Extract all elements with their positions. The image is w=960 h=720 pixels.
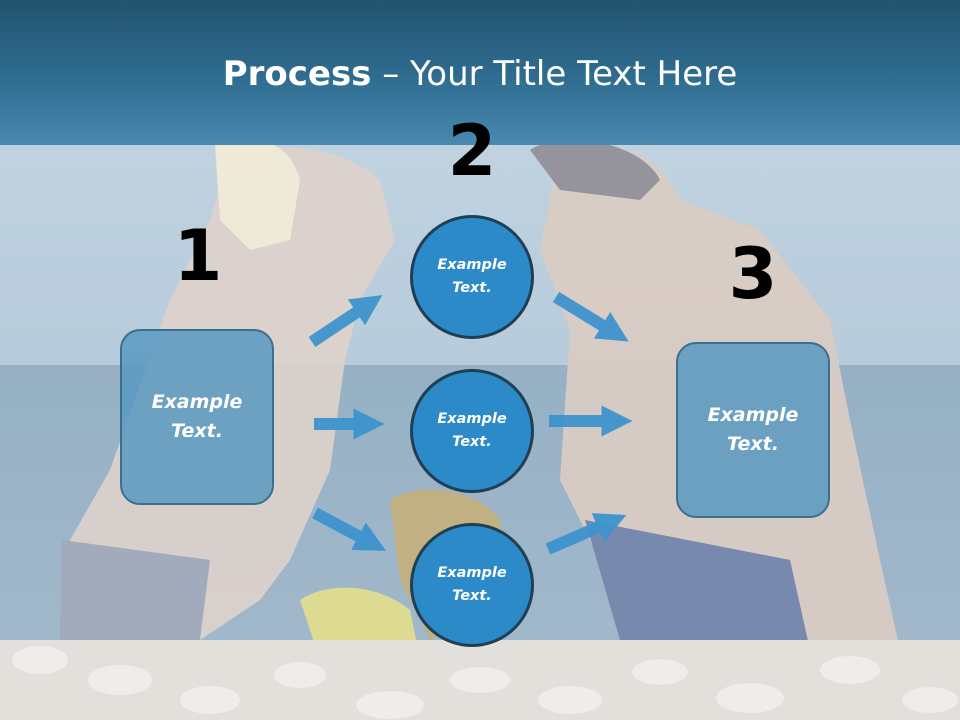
arrow-left-to-top (308, 295, 383, 347)
left-box-line-1: Example (151, 391, 243, 413)
right-box-line-2: Text. (727, 433, 779, 455)
title-rest: – Your Title Text Here (371, 54, 738, 94)
arrow-top-to-right (552, 291, 629, 342)
title-bold: Process (222, 54, 372, 94)
circle-top-line-2: Text. (452, 280, 492, 296)
process-circle-top: Example Text. (410, 215, 534, 339)
left-process-box: Example Text. (120, 329, 274, 505)
circle-middle-line-2: Text. (452, 434, 492, 450)
step-number-3: 3 (728, 233, 778, 315)
circle-bottom-line-2: Text. (452, 588, 492, 604)
step-number-2: 2 (447, 110, 497, 192)
title-bar (0, 0, 960, 145)
slide-title: Process – Your Title Text Here (0, 52, 960, 96)
circle-bottom-line-1: Example (437, 565, 507, 581)
step-number-1: 1 (173, 215, 223, 297)
left-box-line-2: Text. (171, 420, 223, 442)
right-box-line-1: Example (707, 404, 799, 426)
arrow-bottom-to-right (545, 513, 627, 555)
circle-top-line-1: Example (437, 257, 507, 273)
process-circle-bottom: Example Text. (410, 523, 534, 647)
arrow-left-to-bottom (312, 507, 387, 551)
process-circle-middle: Example Text. (410, 369, 534, 493)
right-process-box: Example Text. (676, 342, 830, 518)
circle-middle-line-1: Example (437, 411, 507, 427)
